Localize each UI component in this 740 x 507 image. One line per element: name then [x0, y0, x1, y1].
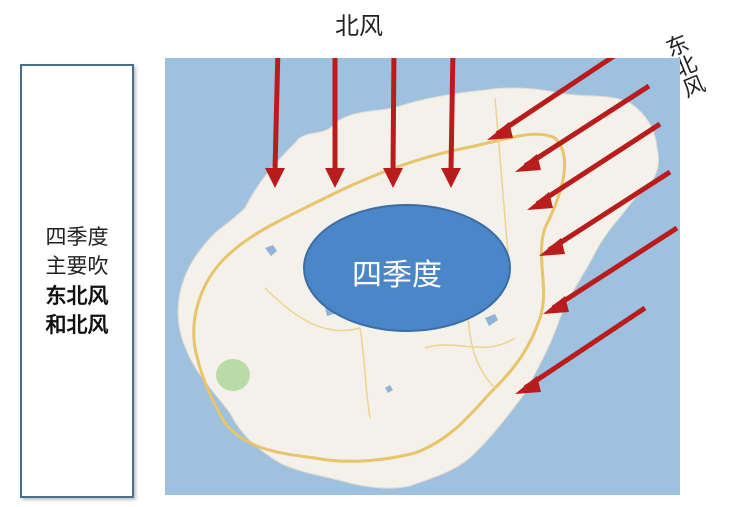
- north-wind-label: 北风: [335, 12, 383, 40]
- box-line-2: 主要吹: [45, 254, 109, 278]
- northeast-wind-arrows: [495, 58, 679, 391]
- box-line-1: 四季度: [45, 225, 109, 249]
- box-line-3: 东北风: [45, 283, 109, 308]
- left-text-box: 四季度 主要吹 东北风 和北风: [20, 64, 134, 498]
- box-line-4: 和北风: [45, 312, 109, 337]
- northeast-arrowheads: [487, 122, 569, 394]
- ring-road: [192, 132, 567, 463]
- ellipse-label: 四季度: [352, 258, 442, 293]
- north-wind-arrows: [265, 58, 461, 188]
- center-ellipse: [303, 204, 511, 332]
- park-area: [216, 359, 250, 391]
- hainan-map: [165, 58, 680, 495]
